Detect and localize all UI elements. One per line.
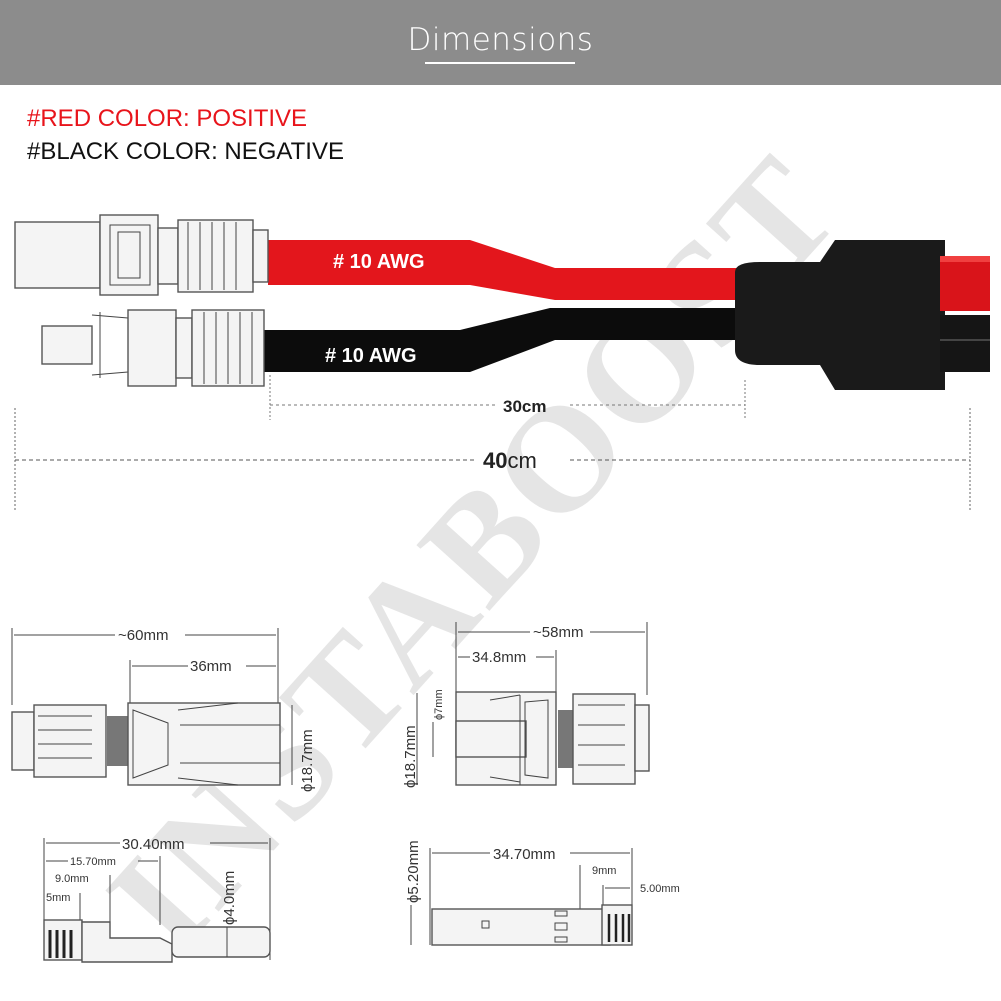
male-pin-diameter-dim: ϕ7mm bbox=[433, 689, 445, 720]
black-terminal bbox=[940, 315, 990, 372]
length-40cm-number: 40 bbox=[483, 448, 507, 473]
header-bar: Dimensions bbox=[0, 0, 1001, 85]
red-wire bbox=[268, 240, 740, 300]
female-diameter-dim: ϕ18.7mm bbox=[299, 729, 316, 792]
female-contact-overall-dim: 30.40mm bbox=[122, 836, 185, 853]
black-wire bbox=[262, 308, 740, 372]
male-connector-drawing: ~58mm 34.8mm ϕ18.7mm ϕ7mm bbox=[402, 622, 650, 788]
female-overall-dim: ~60mm bbox=[118, 627, 168, 644]
male-diameter-dim: ϕ18.7mm bbox=[402, 725, 419, 788]
length-30cm: 30cm bbox=[503, 397, 546, 416]
red-terminal bbox=[940, 256, 990, 311]
legend-positive: #RED COLOR: POSITIVE bbox=[27, 105, 308, 132]
female-connector-drawing: ~60mm 36mm ϕ18.7mm bbox=[11, 627, 316, 792]
female-contact-d2-dim: 9.0mm bbox=[55, 873, 89, 885]
red-wire-label: # 10 AWG bbox=[333, 251, 425, 273]
female-contact-diameter-dim: ϕ4.0mm bbox=[221, 871, 238, 925]
title-underline bbox=[425, 62, 575, 64]
male-contact-d2-dim: 5.00mm bbox=[640, 883, 680, 895]
legend-negative: #BLACK COLOR: NEGATIVE bbox=[27, 138, 344, 165]
female-body-dim: 36mm bbox=[190, 658, 232, 675]
female-contact-d3-dim: 5mm bbox=[46, 892, 70, 904]
male-contact-diameter-dim: ϕ5.20mm bbox=[405, 840, 422, 903]
male-contact-d1-dim: 9mm bbox=[592, 865, 616, 877]
female-contact-drawing: 30.40mm 15.70mm 9.0mm 5mm ϕ4.0mm bbox=[43, 836, 271, 963]
page-title: Dimensions bbox=[407, 22, 594, 58]
black-wire-label: # 10 AWG bbox=[325, 345, 417, 367]
svg-text:40cm: 40cm bbox=[483, 448, 537, 473]
male-overall-dim: ~58mm bbox=[533, 624, 583, 641]
mc4-female-connector bbox=[14, 214, 269, 296]
male-body-dim: 34.8mm bbox=[472, 649, 526, 666]
female-contact-d1-dim: 15.70mm bbox=[70, 856, 116, 868]
cable-assembly: # 10 AWG # 10 AWG bbox=[14, 214, 990, 510]
anderson-adapter bbox=[735, 240, 990, 390]
male-contact-overall-dim: 34.70mm bbox=[493, 846, 556, 863]
male-contact-drawing: 34.70mm 9mm 5.00mm ϕ5.20mm bbox=[405, 840, 680, 946]
length-40cm-unit: cm bbox=[507, 448, 536, 473]
mc4-male-connector bbox=[41, 309, 265, 387]
